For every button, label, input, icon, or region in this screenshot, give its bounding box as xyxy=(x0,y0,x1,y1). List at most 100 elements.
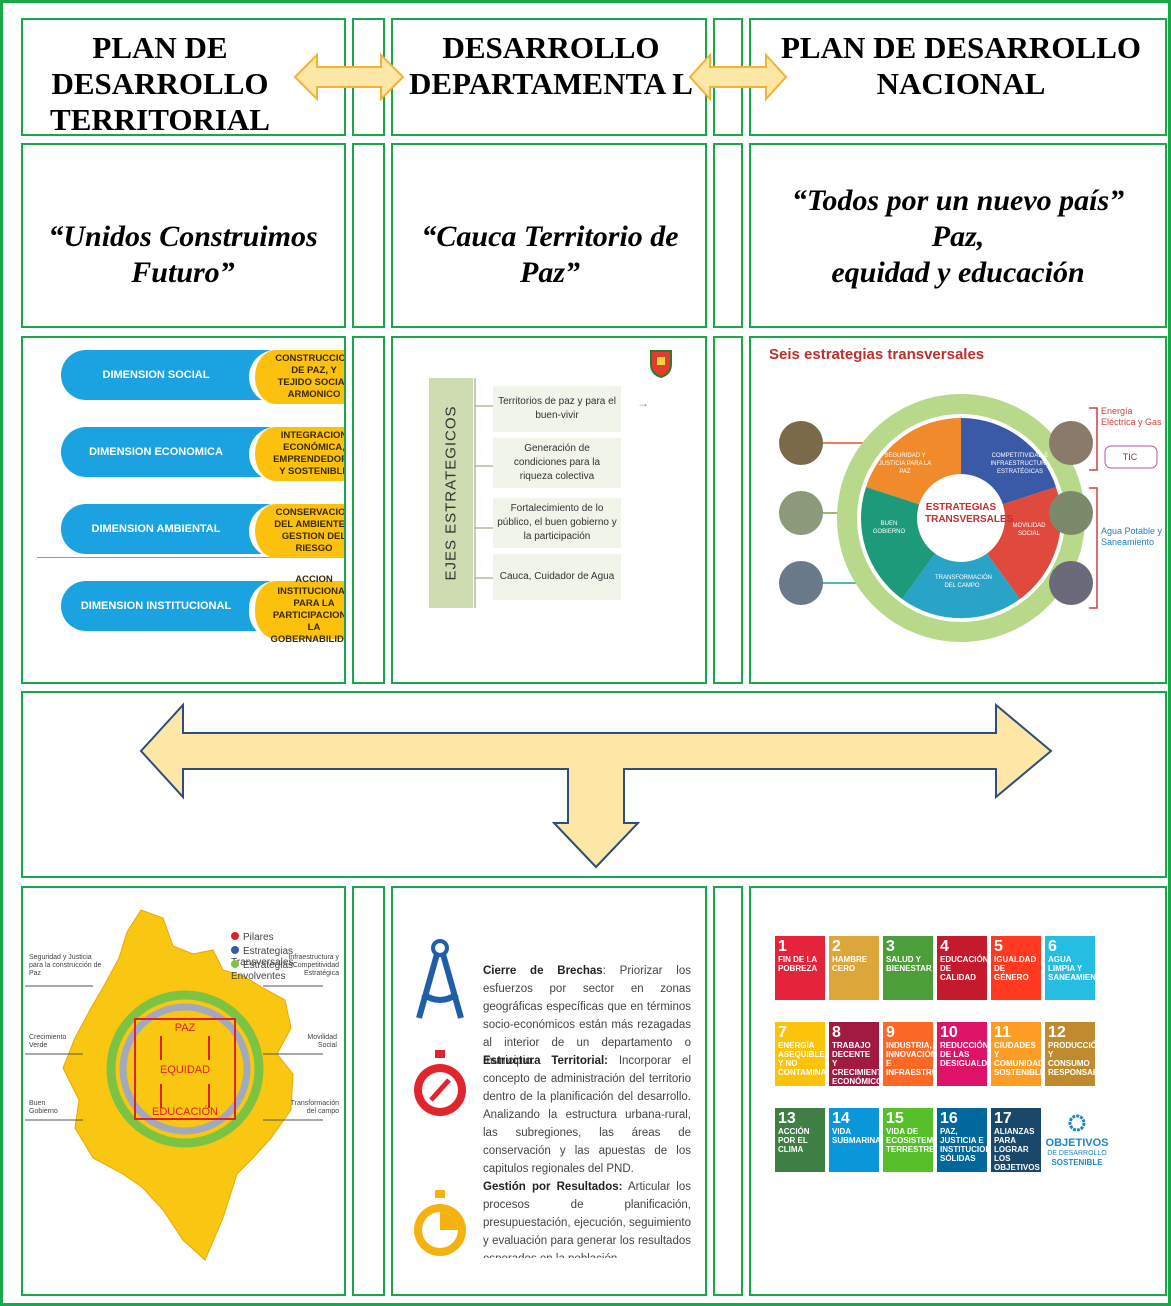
ods-brand-line1: OBJETIVOS xyxy=(1045,1137,1109,1149)
enfoques-cell: Cierre de Brechas: Priorizar los esfuerz… xyxy=(391,886,707,1296)
estrategia-segment: BUEN GOBIERNO xyxy=(872,521,906,535)
ejes-connector xyxy=(474,378,493,608)
legend-item: Estrategias Envolventes xyxy=(231,960,344,982)
eje-item: Generación de condiciones para la riquez… xyxy=(493,438,621,488)
motto-cell-departamental: “Cauca Territorio de Paz” xyxy=(391,143,707,328)
big-tri-arrow-icon xyxy=(139,702,1053,869)
legend-item: Pilares xyxy=(231,932,344,946)
colombia-map xyxy=(25,909,323,1261)
map-label: Infraestructura y Competitividad Estraté… xyxy=(288,954,339,977)
eje-item: Cauca, Cuidador de Agua xyxy=(493,554,621,600)
side-label: Energía Eléctrica y Gas xyxy=(1101,406,1162,427)
ods-brand-line3: SOSTENIBLE xyxy=(1051,1158,1103,1167)
map-label: Crecimiento Verde xyxy=(29,1034,67,1049)
header-nacional: PLAN DE DESARROLLO NACIONAL xyxy=(781,30,1141,101)
estrategia-segment: SEGURIDAD Y JUSTICIA PARA LA PAZ xyxy=(878,453,932,475)
dimension-detail: CONSTRUCCION DE PAZ, Y TEJIDO SOCIAL ARM… xyxy=(249,350,344,404)
ods-brand: OBJETIVOS DE DESARROLLO SOSTENIBLE xyxy=(1045,1108,1109,1172)
arrow-right-icon: → xyxy=(637,396,649,410)
map-label: Seguridad y Justicia para la construcció… xyxy=(29,954,102,977)
header-departamental: DESARROLLO DEPARTAMENTA L xyxy=(409,30,693,101)
estrategia-segment: MOVILIDAD SOCIAL xyxy=(1012,523,1046,537)
estrategia-segment: TRANSFORMACIÓN DEL CAMPO xyxy=(935,575,992,589)
spacer-cell xyxy=(352,143,385,328)
dimension-detail: ACCION INSTITUCIONAL PARA LA PARTICIPACI… xyxy=(249,574,344,645)
motto-nacional-line3: equidad y educación xyxy=(831,256,1085,289)
estrategia-segment: COMPETITIVIDAD E INFRAESTRUCTURA ESTRATÉ… xyxy=(990,453,1050,475)
estrategias-title: Seis estrategias transversales xyxy=(769,346,985,363)
dimension-detail: CONSERVACION DEL AMBIENTE Y GESTION DEL … xyxy=(249,504,344,558)
ejes-title-bar: EJES ESTRATEGICOS xyxy=(429,378,473,608)
motto-territorial: “Unidos Construimos Futuro” xyxy=(48,220,318,289)
enfoque-text: : Priorizar los esfuerzos por sector en … xyxy=(483,965,691,1067)
legend-dot-icon xyxy=(231,946,239,954)
spacer-cell xyxy=(352,336,385,684)
eje-item: Territorios de paz y para el buen-vivir xyxy=(493,386,621,432)
dimension-detail: INTEGRACION ECONÓMICA, EMPRENDEDORA Y SO… xyxy=(249,427,344,481)
enfoque-title: Estructura Territorial: xyxy=(483,1055,608,1067)
legend-item: Estrategias Transversales xyxy=(231,946,344,968)
enfoque-title: Cierre de Brechas xyxy=(483,965,603,977)
motto-cell-territorial: “Unidos Construimos Futuro” xyxy=(21,143,346,328)
map-label: Movilidad Social xyxy=(307,1034,337,1049)
side-label: TIC xyxy=(1122,452,1138,462)
dimensions-cell: DIMENSION SOCIAL CONSTRUCCION DE PAZ, Y … xyxy=(21,336,346,684)
enfoque-paragraph: Estructura Territorial: Incorporar el co… xyxy=(483,1052,691,1178)
enfoque-paragraph: Gestión por Resultados: Articular los pr… xyxy=(483,1178,691,1258)
pillar-label: EDUCACIÓN xyxy=(151,1106,218,1118)
side-label: Agua Potable y Saneamiento xyxy=(1101,526,1163,547)
motto-nacional-line1: “Todos por un nuevo país” xyxy=(791,184,1125,217)
spacer-cell xyxy=(713,336,743,684)
spacer-cell xyxy=(713,886,743,1296)
estrategias-cell: Seis estrategias transversales ESTRATEGI… xyxy=(749,336,1167,684)
legend-dot-icon xyxy=(231,932,239,940)
map-cell: Pilares Estrategias Transversales Estrat… xyxy=(21,886,346,1296)
ods-wheel-icon xyxy=(1068,1114,1086,1132)
header-cell-nacional: PLAN DE DESARROLLO NACIONAL xyxy=(749,18,1167,136)
arrow-cell xyxy=(21,691,1167,878)
map-label: Buen Gobierno xyxy=(29,1100,58,1115)
enfoque-paragraph: Cierre de Brechas: Priorizar los esfuerz… xyxy=(483,962,691,1070)
enfoque-title: Gestión por Resultados: xyxy=(483,1181,623,1193)
legend-label: Estrategias Transversales xyxy=(231,946,294,968)
motto-nacional-line2: Paz, xyxy=(931,220,985,253)
legend-label: Estrategias Envolventes xyxy=(231,960,294,982)
legend-label: Pilares xyxy=(243,932,274,943)
header-cell-territorial: PLAN DE DESARROLLO TERRITORIAL xyxy=(21,18,346,136)
motto-departamental: “Cauca Territorio de Paz” xyxy=(421,220,679,289)
motto-cell-nacional: “Todos por un nuevo país” Paz, equidad y… xyxy=(749,143,1167,328)
compass-icon xyxy=(414,1050,466,1116)
enfoque-text: Articular los procesos de planificación,… xyxy=(483,1181,691,1258)
ods-tile: 12PRODUCCIÓN Y CONSUMO RESPONSABLES xyxy=(1045,1022,1095,1086)
estrategias-wheel xyxy=(779,394,1158,642)
department-seal-icon xyxy=(650,350,672,378)
header-cell-departamental: DESARROLLO DEPARTAMENTA L xyxy=(391,18,707,136)
double-arrow-icon xyxy=(688,52,788,102)
legend-dot-icon xyxy=(231,960,239,968)
compass-drafting-icon xyxy=(416,939,464,1019)
stopwatch-icon xyxy=(414,1190,466,1256)
pillar-label: EQUIDAD xyxy=(159,1064,211,1076)
eje-item: Fortalecimiento de lo público, el buen g… xyxy=(493,498,621,548)
enfoque-text: Incorporar el concepto de administración… xyxy=(483,1055,691,1175)
header-territorial: PLAN DE DESARROLLO TERRITORIAL xyxy=(50,30,270,136)
double-arrow-icon xyxy=(293,52,405,102)
